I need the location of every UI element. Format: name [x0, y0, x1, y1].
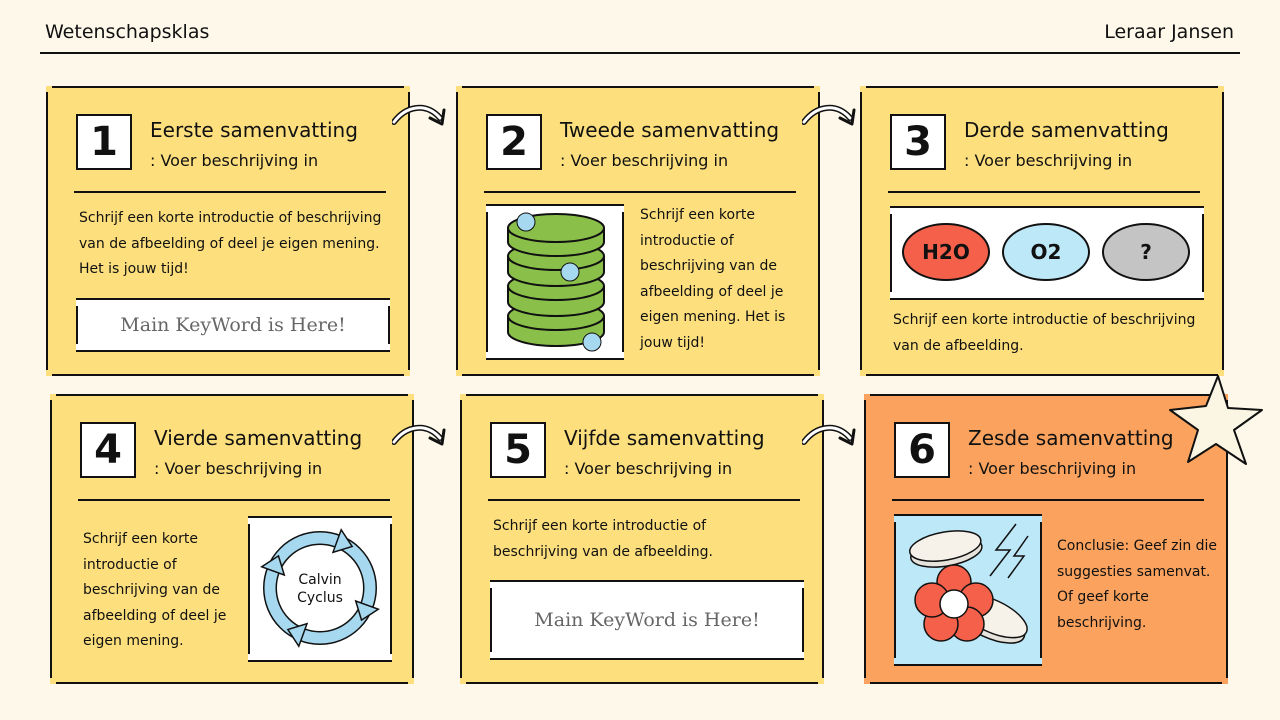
teacher-name: Leraar Jansen — [1104, 21, 1234, 43]
summary-card-5: 5 Vijfde samenvatting : Voer beschrijvin… — [460, 394, 824, 684]
curved-arrow-icon — [392, 105, 446, 126]
class-name: Wetenschapsklas — [45, 21, 210, 43]
pills-image — [894, 514, 1042, 666]
summary-card-1: 1 Eerste samenvatting : Voer beschrijvin… — [46, 86, 410, 376]
card-text: Schrijf een korte introductie of beschri… — [79, 210, 382, 277]
curved-arrow-icon — [392, 425, 446, 446]
summary-card-3: 3 Derde samenvatting : Voer beschrijving… — [860, 86, 1224, 376]
curved-arrow-icon — [802, 425, 856, 446]
header-divider — [40, 52, 1240, 54]
database-icon — [507, 212, 605, 352]
card-subtitle: : Voer beschrijving in — [564, 459, 733, 478]
card-text: Schrijf een korte introductie of beschri… — [83, 531, 227, 649]
card-number: 3 — [890, 114, 946, 170]
cycle-icon — [260, 528, 380, 648]
flower-icon — [914, 564, 994, 642]
card-number: 6 — [894, 422, 950, 478]
card-subtitle: : Voer beschrijving in — [964, 151, 1133, 170]
card-text: Schrijf een korte introductie of beschri… — [640, 207, 786, 351]
card-text: Schrijf een korte introductie of beschri… — [893, 312, 1196, 354]
card-subtitle: : Voer beschrijving in — [150, 151, 319, 170]
card-divider — [74, 191, 386, 193]
keyword-text: Main KeyWord is Here! — [120, 314, 346, 336]
card-subtitle: : Voer beschrijving in — [968, 459, 1137, 478]
summary-card-2: 2 Tweede samenvatting : Voer beschrijvin… — [456, 86, 820, 376]
card-number: 1 — [76, 114, 132, 170]
cycle-label-line1: Calvin — [298, 572, 342, 588]
card-divider — [484, 191, 796, 193]
card-divider — [488, 499, 800, 501]
card-number: 2 — [486, 114, 542, 170]
card-text: Conclusie: Geef zin die suggesties samen… — [1057, 538, 1218, 631]
card-title: Vierde samenvatting — [154, 426, 363, 450]
keyword-text: Main KeyWord is Here! — [534, 609, 760, 631]
calvin-cycle-image: Calvin Cyclus — [248, 516, 392, 662]
pills-icon — [909, 523, 1029, 644]
card-title: Tweede samenvatting — [560, 118, 780, 142]
card-divider — [892, 499, 1204, 501]
summary-card-4: 4 Vierde samenvatting : Voer beschrijvin… — [50, 394, 414, 684]
card-title: Eerste samenvatting — [150, 118, 358, 142]
keyword-box: Main KeyWord is Here! — [490, 580, 804, 660]
keyword-box: Main KeyWord is Here! — [76, 298, 390, 352]
card-title: Vijfde samenvatting — [564, 426, 765, 450]
card-number: 5 — [490, 422, 546, 478]
card-text: Schrijf een korte introductie of beschri… — [493, 518, 713, 560]
card-subtitle: : Voer beschrijving in — [154, 459, 323, 478]
summary-card-6: 6 Zesde samenvatting : Voer beschrijving… — [864, 394, 1228, 684]
cycle-label-line2: Cyclus — [297, 590, 343, 606]
database-image — [486, 204, 624, 360]
card-title: Derde samenvatting — [964, 118, 1169, 142]
card-divider — [78, 499, 390, 501]
card-subtitle: : Voer beschrijving in — [560, 151, 729, 170]
molecules-image: H2O O2 ? — [890, 206, 1204, 300]
card-title: Zesde samenvatting — [968, 426, 1174, 450]
molecule-unknown: ? — [1102, 223, 1190, 281]
card-number: 4 — [80, 422, 136, 478]
curved-arrow-icon — [802, 105, 856, 126]
molecule-o2: O2 — [1002, 223, 1090, 281]
lightning-icon — [989, 523, 1029, 579]
card-divider — [888, 191, 1200, 193]
star-icon — [1169, 375, 1263, 465]
molecule-h2o: H2O — [902, 223, 990, 281]
